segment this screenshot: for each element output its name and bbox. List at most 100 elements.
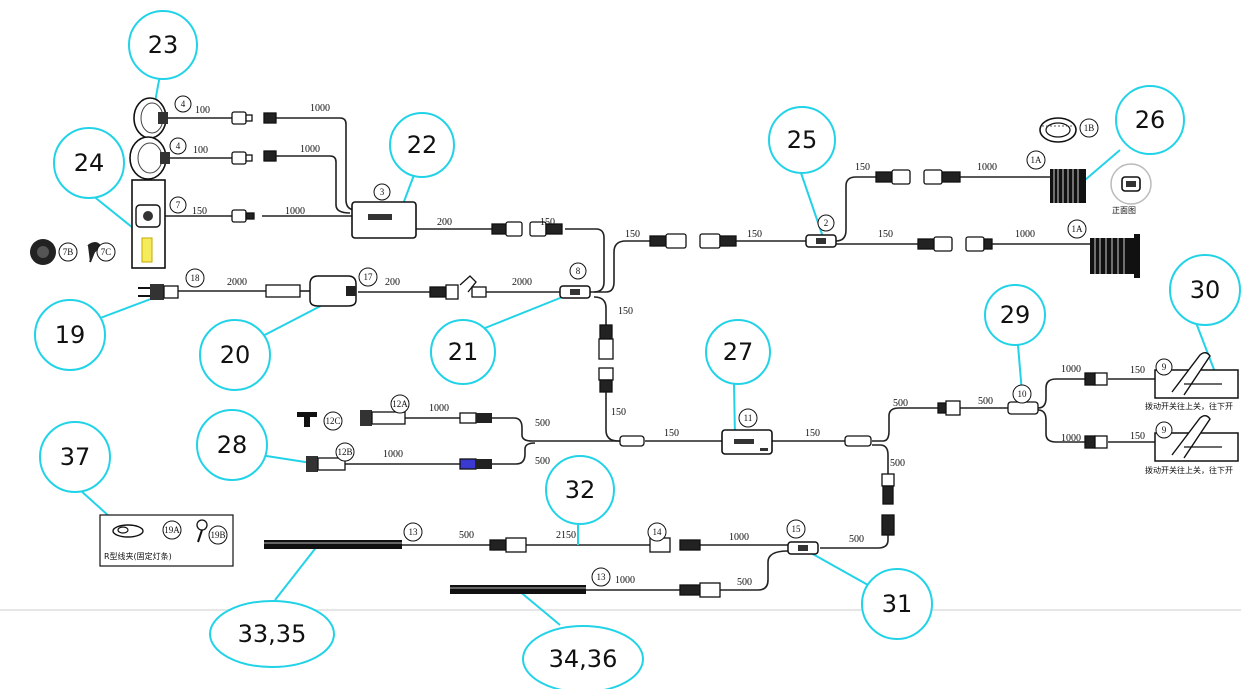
lamp-4a-icon	[133, 97, 168, 139]
wire-lamp1-b	[270, 117, 357, 211]
switch-panel-7-icon	[131, 179, 166, 269]
splitter-8-icon	[559, 285, 591, 299]
wire-length-label: 500	[459, 530, 474, 541]
wire-length-label: 150	[747, 229, 762, 240]
leader-34	[517, 589, 561, 626]
wire-length-label: 2150	[556, 530, 576, 541]
leader-27	[733, 382, 736, 439]
light-bar-13-top-icon	[264, 540, 402, 549]
wire-length-label: 150	[540, 217, 555, 228]
toggle-switch-9a-icon	[1154, 352, 1239, 399]
callout-number: 28	[217, 431, 248, 459]
callout-number: 19	[55, 321, 86, 349]
callout-37: 37	[39, 421, 111, 493]
wire-12a-b	[492, 417, 620, 442]
callout-21: 21	[430, 319, 496, 385]
components	[30, 97, 1239, 598]
tag-label: 13	[409, 527, 419, 537]
callout-number: 25	[787, 126, 818, 154]
mains-plug-18-icon	[138, 284, 301, 300]
control-box-3-icon	[351, 201, 417, 239]
tag-label: 14	[653, 527, 663, 537]
wire-length-label: 500	[849, 534, 864, 545]
callout-33-35: 33,35	[209, 600, 335, 668]
callout-number: 27	[723, 338, 754, 366]
wire-length-label: 1000	[285, 206, 305, 217]
knob-7b-icon	[30, 239, 56, 265]
wire-length-label: 200	[385, 277, 400, 288]
wire-15-down	[720, 550, 789, 591]
callout-34-36: 34,36	[522, 625, 644, 693]
tag-label: 11	[744, 413, 753, 423]
ring-1b-icon	[1039, 117, 1077, 143]
tag-label: 15	[792, 524, 802, 534]
wire-length-label: 500	[978, 396, 993, 407]
tag-label: 3	[380, 187, 385, 197]
wire-length-label: 150	[878, 229, 893, 240]
bolt-12c-icon	[297, 412, 317, 427]
callout-30: 30	[1169, 254, 1241, 326]
tag-18: 18	[185, 268, 205, 288]
callout-23: 23	[128, 10, 198, 80]
tag-11: 11	[738, 408, 758, 428]
wire-length-label: 500	[893, 398, 908, 409]
tag-15: 15	[786, 519, 806, 539]
tag-12b: 12B	[335, 442, 355, 462]
connector-upper-icon	[231, 111, 277, 223]
connector-8-down-icon	[598, 324, 614, 393]
wire-length-label: 150	[1130, 365, 1145, 376]
callout-25: 25	[768, 106, 836, 174]
leader-26	[1084, 149, 1121, 181]
tag-7: 7	[169, 196, 187, 214]
wire-length-label: 2000	[227, 277, 247, 288]
tag-label: 12B	[337, 447, 352, 457]
tag-label: 18	[191, 273, 201, 283]
callout-number: 21	[448, 338, 479, 366]
tag-1a: 1A	[1026, 150, 1046, 170]
tag-14: 14	[647, 522, 667, 542]
tag-label: 1B	[1084, 123, 1095, 133]
wire-length-label: 150	[805, 428, 820, 439]
light-1a-bottom-icon	[1090, 234, 1140, 278]
tag-label: 1A	[1031, 155, 1043, 165]
callout-32: 32	[545, 455, 615, 525]
tag-label: 19B	[210, 530, 225, 540]
splitter-2-icon	[805, 234, 837, 248]
wires	[160, 117, 1155, 591]
toggle-switch-9b-icon	[1154, 415, 1239, 462]
connector-8-up-icon	[649, 233, 737, 249]
front-view-icon	[1110, 163, 1152, 205]
connector-box3-icon	[491, 221, 563, 237]
tag-label: 8	[576, 266, 581, 276]
connector-2-icon	[875, 169, 993, 252]
callout-number: 31	[882, 590, 913, 618]
connector-12a-icon	[360, 410, 492, 426]
callout-26: 26	[1115, 85, 1185, 155]
connector-12b-icon	[306, 456, 492, 472]
wire-2-up	[835, 176, 876, 242]
wire-length-label: 1000	[1015, 229, 1035, 240]
tag-2: 2	[817, 214, 835, 232]
wire-11-down	[872, 444, 889, 474]
wire-length-label: 500	[535, 456, 550, 467]
wire-length-label: 1000	[300, 144, 320, 155]
callout-number: 34,36	[549, 645, 618, 673]
callout-number: 33,35	[238, 620, 307, 648]
tag-label: 19A	[164, 525, 180, 535]
tag-label: 10	[1018, 389, 1028, 399]
connector-13-icon	[489, 537, 721, 598]
leader-25	[799, 169, 825, 241]
wire-10-down	[1037, 409, 1085, 443]
wire-length-label: 1000	[615, 575, 635, 586]
connector-11-icon	[619, 372, 1108, 536]
wire-length-label: 1000	[429, 403, 449, 414]
tag-12c: 12C	[323, 411, 343, 431]
tag-label: 17	[364, 272, 374, 282]
wire-length-label: 1000	[1061, 433, 1081, 444]
screw-19b-icon	[196, 519, 208, 543]
wire-length-label: 2000	[512, 277, 532, 288]
callout-number: 37	[60, 443, 91, 471]
wire-length-label: 1000	[729, 532, 749, 543]
connector-17-icon	[429, 275, 487, 300]
